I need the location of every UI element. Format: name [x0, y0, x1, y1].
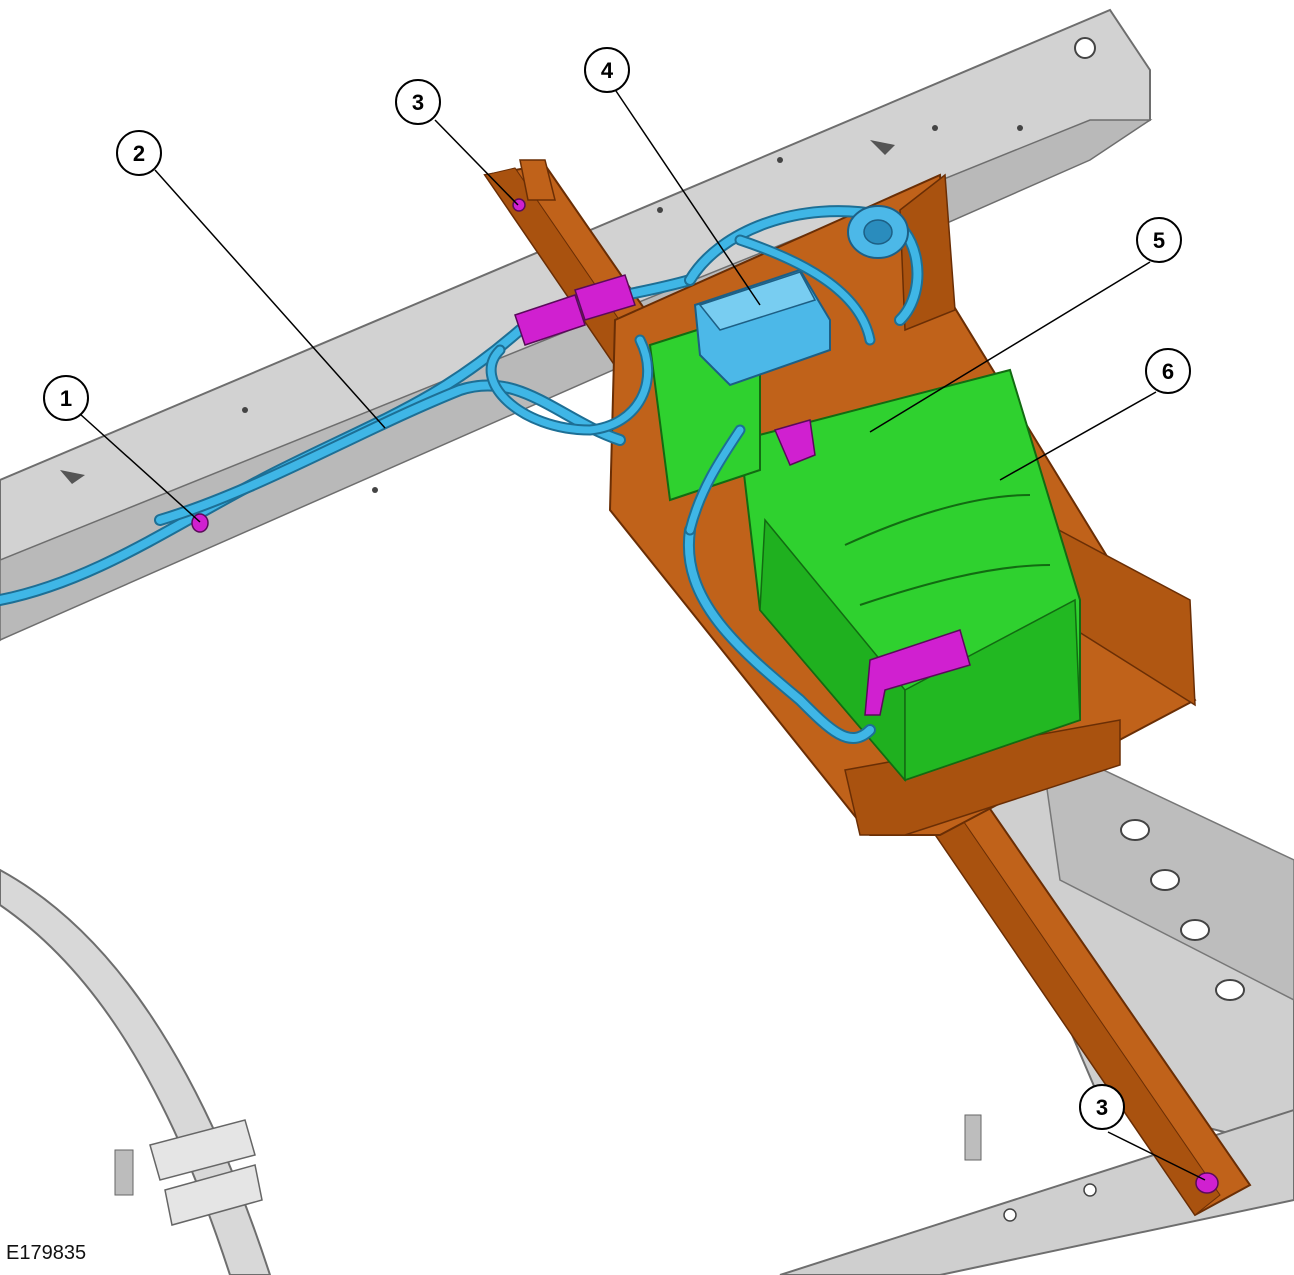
- callout-number: 6: [1162, 359, 1174, 384]
- callout-6: 6: [1145, 348, 1191, 394]
- callout-2: 2: [116, 130, 162, 176]
- callout-number: 3: [412, 90, 424, 115]
- exhaust-tube: [0, 868, 272, 1275]
- callout-3-front: 3: [395, 79, 441, 125]
- figure-id: E179835: [6, 1242, 87, 1264]
- callout-number: 5: [1153, 228, 1165, 253]
- leader-lines: [79, 87, 1206, 1181]
- cable-grommet: [847, 205, 909, 259]
- callout-number: 1: [60, 386, 72, 411]
- callout-4: 4: [584, 47, 630, 93]
- callout-3-rear: 3: [1079, 1084, 1125, 1130]
- callout-number: 3: [1096, 1095, 1108, 1120]
- callout-number: 2: [133, 141, 145, 166]
- callout-5: 5: [1136, 217, 1182, 263]
- callout-1: 1: [43, 375, 89, 421]
- battery-terminals: [773, 419, 971, 716]
- callout-number: 4: [601, 58, 614, 83]
- wiring-harness: [0, 205, 924, 744]
